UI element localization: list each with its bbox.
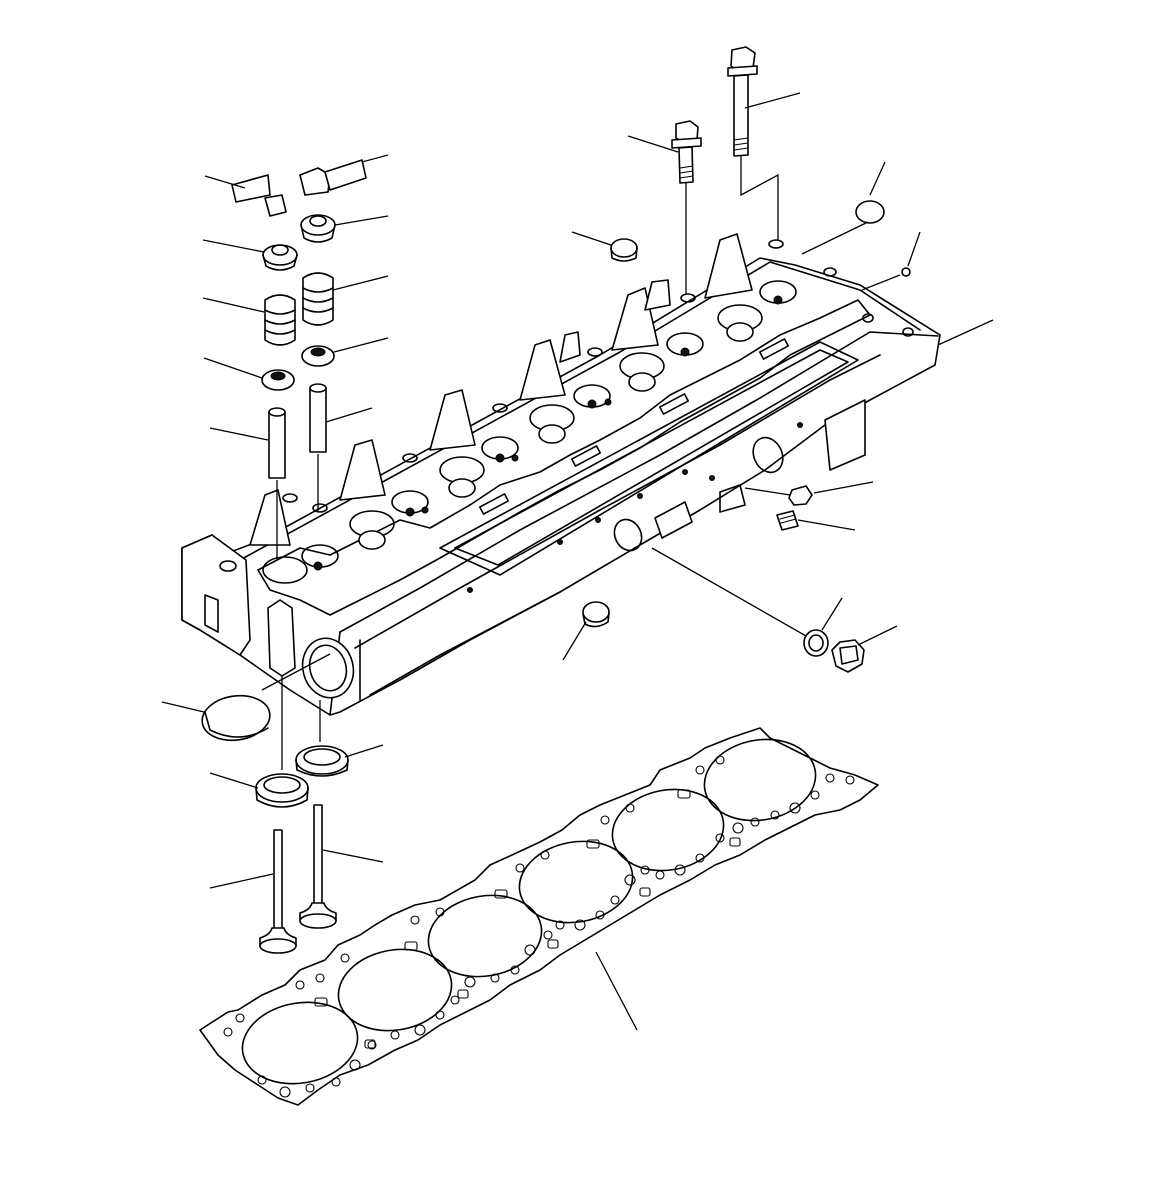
pipe-plug (776, 485, 813, 531)
valve-seat-insert (255, 745, 349, 808)
drain-plug (831, 639, 865, 673)
valve-spring-seat (262, 214, 336, 271)
valve-cotter (231, 159, 367, 217)
sealing-washer (803, 629, 829, 657)
callout-leaders (161, 92, 994, 1031)
valve-stem-seal (261, 345, 335, 391)
head-bolt-short (671, 120, 702, 184)
valve-spring (264, 272, 334, 346)
head-gasket (199, 727, 879, 1106)
cylinder-head (181, 233, 941, 716)
expansion-plug (201, 200, 885, 742)
head-bolt-long (727, 46, 758, 157)
intake-valve (259, 829, 297, 954)
exhaust-valve (299, 804, 337, 929)
dowel-pin (901, 267, 911, 277)
valve-guide (268, 383, 327, 479)
